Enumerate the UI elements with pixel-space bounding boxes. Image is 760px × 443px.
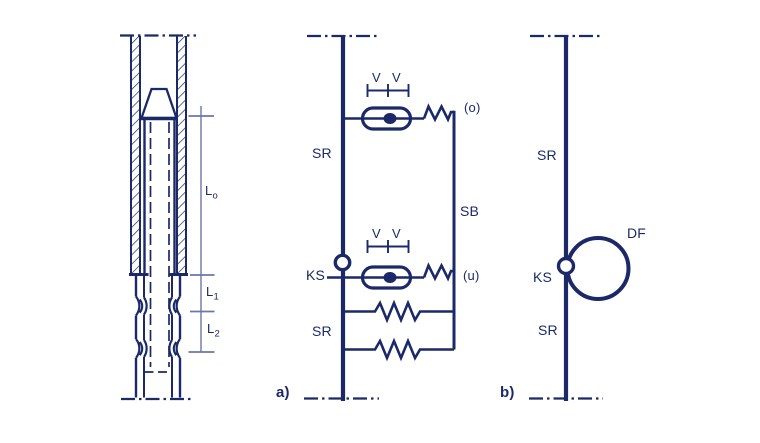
bellows-joint-arcs (135, 295, 181, 359)
label-df: DF (627, 225, 647, 241)
label-sr-lower-b: SR (538, 322, 558, 338)
df-loop (565, 236, 631, 301)
damper-piston-upper (383, 113, 397, 124)
label-v-upper-2: V (392, 70, 401, 85)
label-ks-b: KS (533, 269, 553, 285)
dim-label-L2: L2 (207, 321, 220, 340)
casing-hatch-right (177, 36, 186, 275)
spring-row2 (343, 337, 454, 362)
label-port-o: (o) (464, 100, 481, 115)
bellows-inner-lines (143, 274, 173, 398)
v-dimension-lower (366, 240, 410, 253)
casing-wall-lines (130, 36, 187, 275)
spring-middle (422, 262, 454, 282)
diagram-a (304, 34, 456, 401)
ks-joint-b (556, 256, 576, 276)
pile-figure (120, 34, 215, 401)
bellows-outer-lines (134, 274, 182, 398)
label-v-lower-2: V (392, 226, 401, 241)
ks-joint-a (333, 253, 352, 272)
rod-cone (139, 87, 179, 120)
rod-sides (143, 118, 176, 275)
rod-hidden-lines (149, 122, 170, 367)
spring-row1 (343, 299, 454, 324)
caption-a: a) (276, 384, 290, 401)
damper-capsule-upper (360, 106, 413, 131)
v-dimension-upper (366, 84, 410, 97)
casing-hatch-left (131, 36, 140, 275)
label-port-u: (u) (463, 268, 480, 283)
label-sr-lower-a: SR (312, 323, 332, 339)
dimension-ticks (188, 115, 215, 353)
damper-capsule-lower (360, 265, 413, 290)
damper-piston-lower (383, 272, 397, 283)
diagram-b (529, 34, 631, 401)
dim-label-L1: L1 (206, 284, 219, 303)
label-sr-upper-a: SR (312, 145, 332, 161)
caption-b: b) (500, 384, 515, 401)
label-sr-upper-b: SR (537, 147, 557, 163)
label-v-upper-1: V (372, 70, 381, 85)
label-sb: SB (460, 203, 480, 219)
spring-upper (422, 103, 454, 123)
label-v-lower-1: V (372, 226, 381, 241)
dim-label-Lo: Lo (205, 183, 218, 202)
label-ks-a: KS (306, 267, 326, 283)
